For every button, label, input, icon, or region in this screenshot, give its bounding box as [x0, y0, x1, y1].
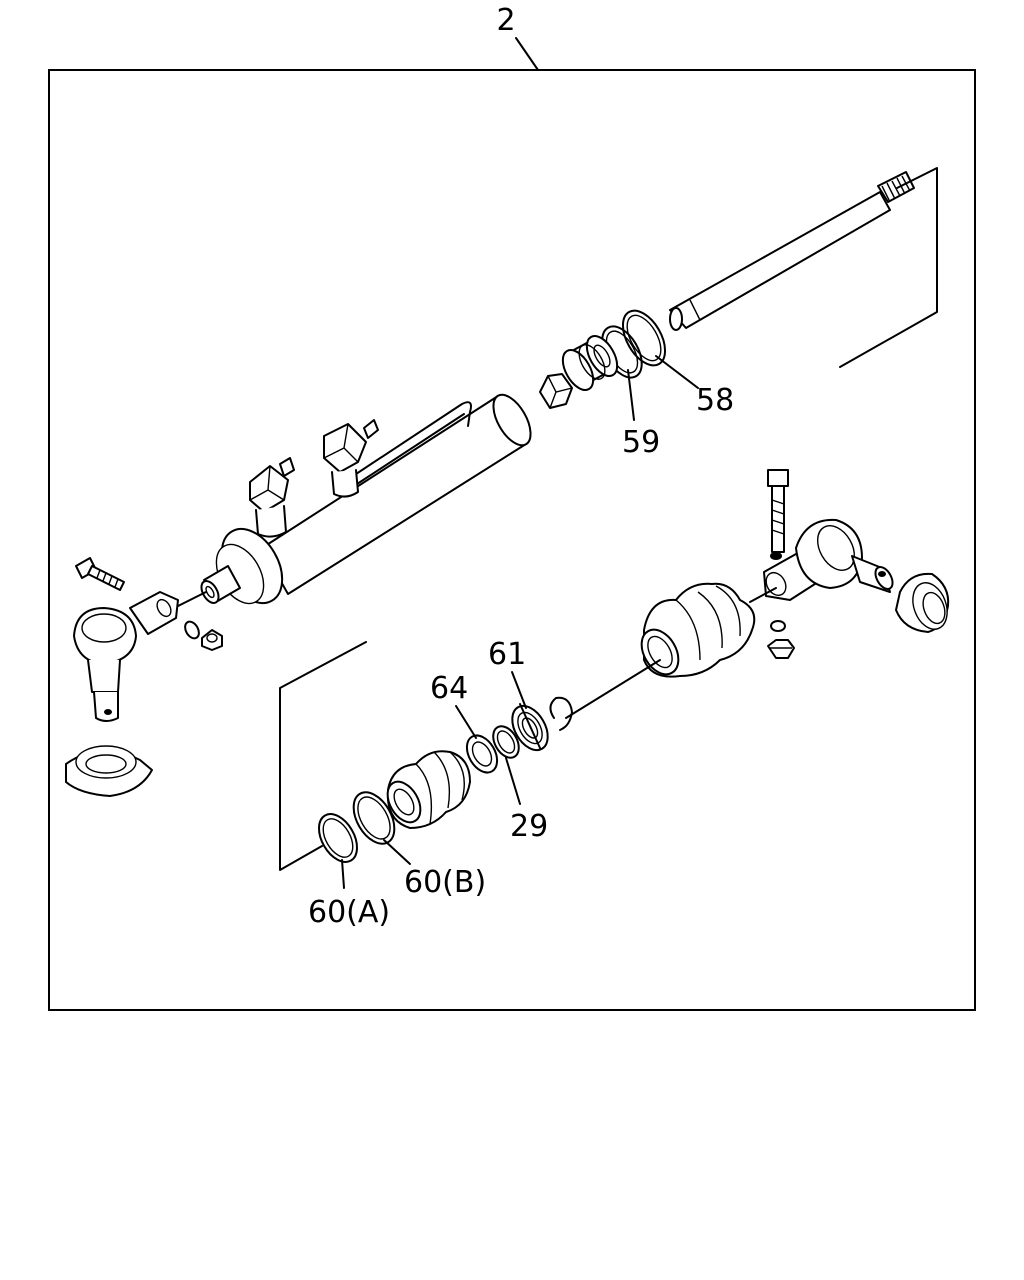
leader-58: [655, 355, 699, 389]
bearing-61[interactable]: [505, 700, 555, 757]
callout-61[interactable]: 61: [488, 637, 526, 672]
rack-shaft[interactable]: [669, 171, 915, 331]
dust-cover-right[interactable]: [895, 572, 953, 634]
nut-left[interactable]: [201, 629, 223, 651]
leader-axis-upper: [749, 587, 777, 603]
leader-axis-left: [177, 591, 207, 607]
boot-right[interactable]: [634, 582, 756, 681]
bolt-right[interactable]: [767, 469, 789, 553]
leader-64: [455, 705, 477, 739]
nut-right[interactable]: [767, 639, 795, 659]
leader-assembly-2: [515, 37, 539, 71]
washer-left[interactable]: [182, 619, 201, 641]
ring-29[interactable]: [488, 722, 524, 762]
ring-58[interactable]: [614, 304, 673, 373]
leader-59: [627, 369, 635, 421]
leader-60b: [383, 839, 411, 865]
snap-ring[interactable]: [549, 696, 573, 731]
bolt-left[interactable]: [75, 557, 125, 591]
callout-59[interactable]: 59: [622, 425, 660, 460]
leader-29: [505, 757, 521, 805]
callout-58[interactable]: 58: [696, 383, 734, 418]
group-bracket-upper: [839, 167, 938, 368]
piston-seal[interactable]: [557, 331, 624, 395]
dust-cover-left[interactable]: [65, 745, 153, 797]
tie-rod-end-right[interactable]: [762, 518, 896, 601]
power-cylinder-housing[interactable]: [198, 389, 538, 614]
callout-assembly-2[interactable]: 2: [496, 3, 515, 38]
callout-60a[interactable]: 60(A): [308, 895, 390, 930]
callout-29[interactable]: 29: [510, 809, 548, 844]
callout-64[interactable]: 64: [430, 671, 468, 706]
washer-right[interactable]: [770, 620, 786, 632]
boot-left[interactable]: [381, 750, 471, 829]
seal-64[interactable]: [461, 730, 504, 778]
leader-axis-boot: [565, 659, 661, 719]
diagram-frame: [48, 69, 976, 1011]
callout-60b[interactable]: 60(B): [404, 865, 486, 900]
ring-60b[interactable]: [345, 785, 402, 850]
ring-60a[interactable]: [311, 807, 365, 868]
group-bracket-lower: [279, 641, 367, 871]
tie-rod-end-left[interactable]: [73, 591, 179, 722]
leader-61: [511, 671, 527, 709]
leader-60a: [341, 859, 345, 889]
rack-nut[interactable]: [539, 373, 573, 409]
